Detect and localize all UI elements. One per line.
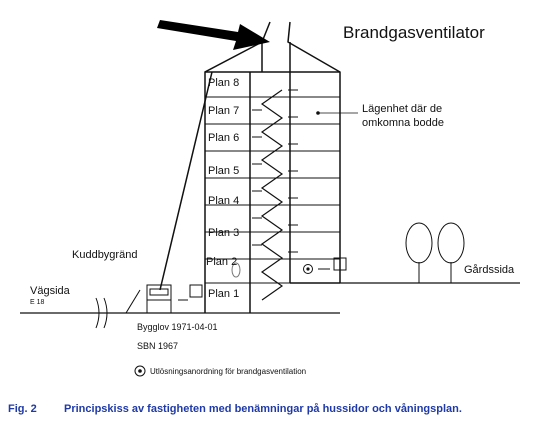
big-arrow-icon	[157, 20, 270, 50]
small-figure-icon	[231, 262, 241, 278]
floor-label-4: Plan 4	[208, 195, 239, 207]
kuddbygrand-label: Kuddbygränd	[72, 249, 137, 261]
floor-label-2: Plan 2	[206, 256, 237, 268]
apartment-label-line2: omkomna bodde	[362, 117, 444, 129]
figure-caption: Fig. 2 Principskiss av fastigheten med be…	[8, 403, 462, 415]
ramp-line	[125, 289, 141, 314]
legend-label: Utlösningsanordning för brandgasventilat…	[150, 367, 306, 376]
apartment-label-line1: Lägenhet där de	[362, 103, 442, 115]
ground-window-left	[189, 284, 203, 298]
bygglov-label: Bygglov 1971-04-01	[137, 322, 218, 332]
trigger-symbol-icon	[303, 264, 313, 274]
figure-number: Fig. 2	[8, 403, 37, 415]
figure-caption-text: Principskiss av fastigheten med benämnin…	[64, 403, 462, 415]
flow-arrows	[178, 89, 330, 301]
gardssida-label: Gårdssida	[464, 264, 515, 276]
sbn-label: SBN 1967	[137, 341, 178, 351]
building-schematic: Brandgasventilator Plan 8 Plan 7 Plan 6 …	[20, 20, 520, 377]
floor-label-8: Plan 8	[208, 77, 239, 89]
floor-label-3: Plan 3	[208, 227, 239, 239]
ground-window-right	[333, 257, 347, 271]
floor-label-1: Plan 1	[208, 288, 239, 300]
entrance-structure	[146, 284, 172, 314]
floor-label-5: Plan 5	[208, 165, 239, 177]
road-break	[95, 297, 108, 329]
floor-label-7: Plan 7	[208, 105, 239, 117]
vagsida-label: Vägsida	[30, 285, 71, 297]
floor-lines	[205, 96, 340, 284]
e18-label: E 18	[30, 299, 45, 306]
floor-label-6: Plan 6	[208, 132, 239, 144]
legend-trigger-icon	[134, 365, 146, 377]
tree-icon-2	[437, 222, 465, 283]
title-text: Brandgasventilator	[343, 23, 485, 42]
tree-icon	[405, 222, 433, 283]
staircase	[260, 89, 284, 301]
leader-line	[159, 71, 213, 291]
